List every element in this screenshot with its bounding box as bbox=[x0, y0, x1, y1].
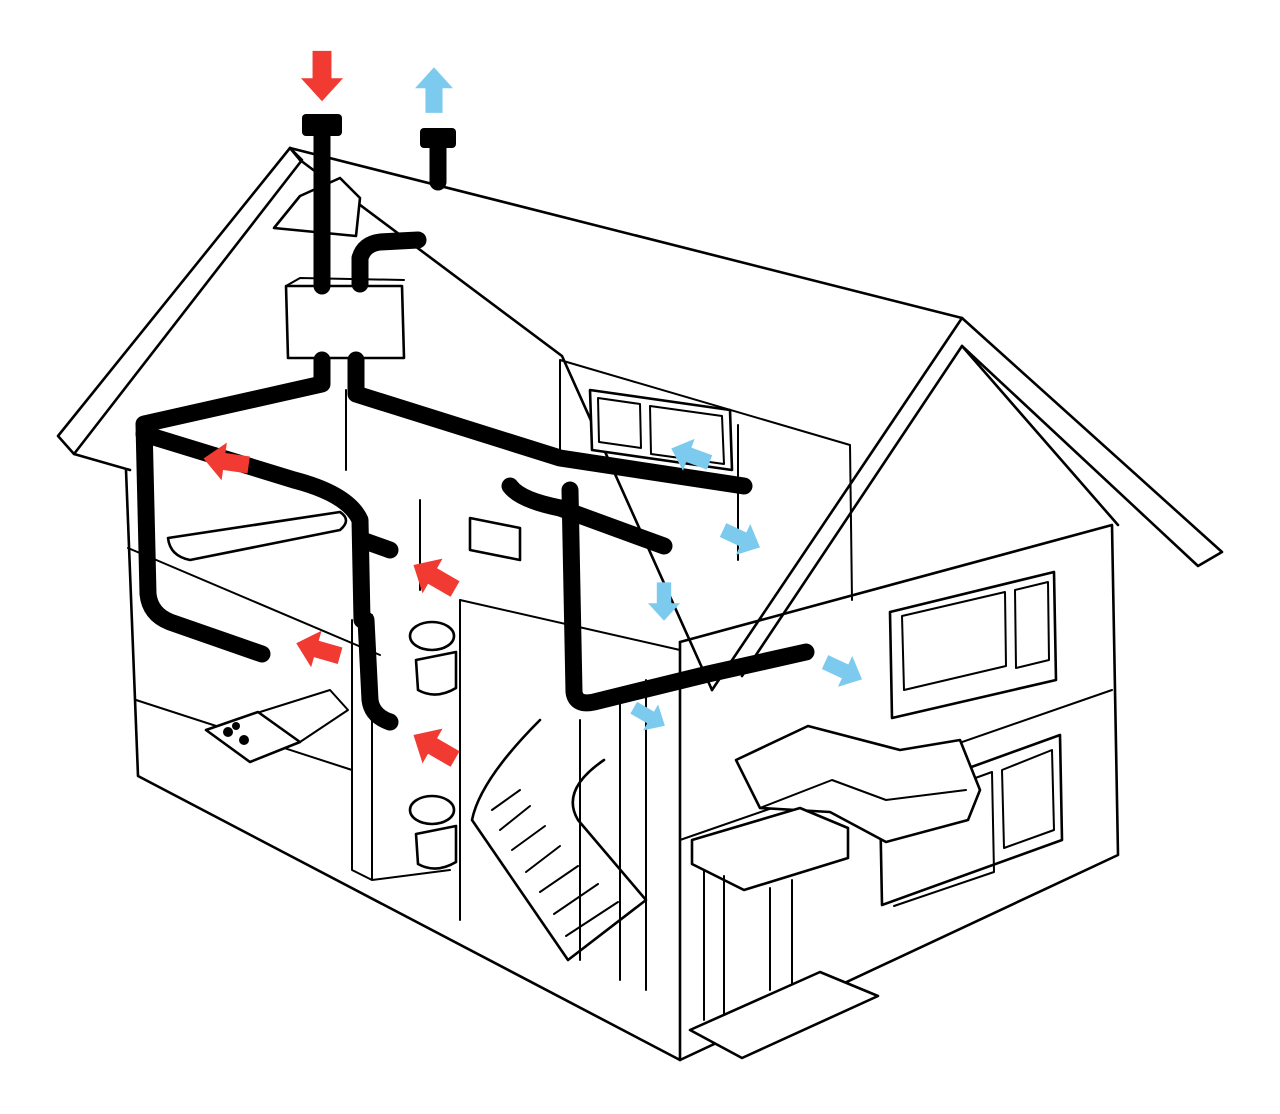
ventilation-unit bbox=[272, 176, 406, 360]
left-wall bbox=[124, 468, 682, 1062]
exhaust-arrow-icon bbox=[648, 582, 680, 621]
duct-network bbox=[135, 114, 815, 731]
living-window bbox=[888, 570, 1058, 720]
roof-ridge bbox=[288, 146, 1224, 568]
exhaust-arrow-icon bbox=[715, 514, 768, 563]
supply-arrow-icon bbox=[403, 547, 466, 607]
kitchen-counter bbox=[204, 710, 302, 764]
exhaust-arrow-icon bbox=[415, 67, 453, 113]
spiral-stair bbox=[470, 718, 648, 962]
right-wall bbox=[678, 523, 1120, 1062]
exhaust-arrow-icon bbox=[817, 646, 870, 695]
stove-burner bbox=[223, 727, 233, 737]
exhaust-cap bbox=[420, 128, 456, 148]
supply-toilet-branch bbox=[353, 531, 399, 731]
lower-partitions bbox=[351, 599, 647, 991]
exhaust-arrow-icon bbox=[626, 694, 673, 739]
supply-arrow-icon bbox=[301, 50, 343, 102]
upper-partitions bbox=[345, 359, 853, 601]
toilet-lower bbox=[408, 794, 458, 870]
floor-step bbox=[688, 970, 880, 1060]
roof-right-gable bbox=[710, 316, 1120, 692]
stove-burner bbox=[232, 722, 240, 730]
exhaust-down-branch bbox=[561, 481, 815, 712]
roof-eave bbox=[72, 146, 302, 472]
exhaust-trunk bbox=[347, 351, 753, 495]
table bbox=[690, 806, 850, 892]
box-elbow bbox=[351, 231, 427, 293]
exhaust-bedroom-branch bbox=[501, 477, 673, 555]
furniture bbox=[166, 510, 982, 1060]
supply-arrow-icon bbox=[403, 717, 466, 777]
supply-trunk bbox=[135, 351, 331, 663]
intake-cap bbox=[302, 114, 342, 136]
living-window-lower bbox=[878, 733, 1064, 907]
supply-bath-branch bbox=[135, 425, 371, 629]
toilet-upper bbox=[408, 620, 458, 696]
supply-arrow-icon bbox=[291, 624, 346, 675]
bathtub bbox=[166, 510, 348, 562]
attic-slope bbox=[298, 158, 714, 692]
stove-burner bbox=[239, 735, 249, 745]
stair-steps bbox=[491, 789, 619, 937]
toilet-window bbox=[468, 516, 522, 562]
